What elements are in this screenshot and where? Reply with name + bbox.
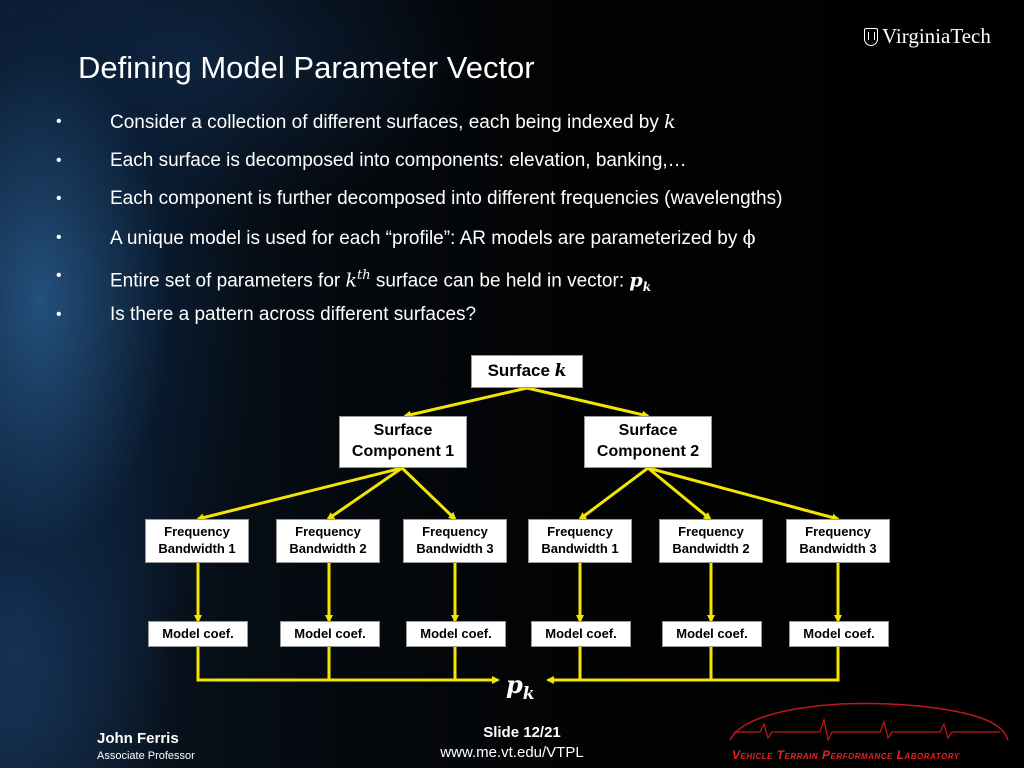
vtpl-car-outline-icon [729, 702, 1009, 742]
bullet-symbol: • [56, 228, 62, 246]
bullet-text-part: Consider a collection of different surfa… [110, 112, 665, 133]
math-th: th [357, 268, 371, 283]
arrow-comp1-to-freq1 [196, 466, 403, 522]
frequency-line1: Frequency [295, 524, 361, 540]
frequency-bandwidth-box: Frequency Bandwidth 3 [403, 519, 507, 563]
frequency-line2: Bandwidth 1 [541, 541, 619, 556]
bullet-symbol: • [56, 151, 62, 169]
math-phi: ϕ [742, 226, 756, 249]
math-k: k [664, 111, 676, 133]
frequency-line2: Bandwidth 3 [416, 541, 494, 556]
bullet-text: Consider a collection of different surfa… [110, 108, 676, 137]
arrow-comp2-to-freq3 [647, 466, 840, 522]
component-line2: Component 1 [351, 443, 455, 460]
bullet-text: Entire set of parameters for kth surface… [110, 262, 651, 301]
collector-left [196, 647, 500, 684]
arrow-root-to-comp2 [526, 386, 650, 419]
bullet-text-part: Entire set of parameters for [110, 270, 346, 292]
surface-k-text: Surface [487, 361, 555, 381]
vector-subscript-k: k [522, 683, 535, 704]
vector-p: p [629, 269, 643, 292]
arrow-comp1-to-freq3 [400, 466, 457, 521]
frequency-bandwidth-box: Frequency Bandwidth 1 [528, 519, 632, 563]
bullet-text-part: A unique model is used for each “profile… [110, 227, 743, 249]
bullet-text: A unique model is used for each “profile… [110, 224, 756, 253]
model-coef-box: Model coef. [662, 621, 762, 647]
bullet-symbol: • [56, 267, 62, 284]
frequency-line1: Frequency [422, 524, 488, 540]
arrow-comp2-to-freq2 [647, 466, 712, 521]
bullet-symbol: • [56, 113, 62, 130]
surface-component-box: Surface Component 2 [584, 416, 712, 468]
model-coef-box: Model coef. [406, 621, 506, 647]
frequency-bandwidth-box: Frequency Bandwidth 2 [659, 519, 763, 563]
slide-number: Slide 12/21 [483, 724, 561, 741]
lab-url: www.me.vt.edu/VTPL [440, 744, 584, 761]
model-coef-box: Model coef. [789, 621, 889, 647]
arrow-comp1-to-freq2 [326, 466, 403, 521]
surface-k-box: Surface k [471, 355, 583, 388]
surface-k-label: Surface k [488, 360, 567, 382]
virginia-tech-logo-text: VirginiaTech [882, 24, 991, 48]
frequency-bandwidth-box: Frequency Bandwidth 3 [786, 519, 890, 563]
component-line2: Component 2 [596, 443, 700, 460]
bullet-text-part: surface can be held in vector: [370, 270, 630, 292]
frequency-line1: Frequency [805, 524, 871, 540]
frequency-line1: Frequency [164, 524, 230, 540]
frequency-line2: Bandwidth 1 [158, 541, 236, 556]
output-vector-pk: pk [506, 670, 535, 704]
bullet-symbol: • [56, 190, 62, 207]
presenter-name: John Ferris [97, 730, 179, 747]
bullet-text: Each component is further decomposed int… [110, 188, 783, 209]
surface-component-box: Surface Component 1 [339, 416, 467, 468]
frequency-line2: Bandwidth 3 [799, 541, 877, 556]
bullet-symbol: • [56, 305, 62, 323]
frequency-bandwidth-box: Frequency Bandwidth 2 [276, 519, 380, 563]
component-line1: Surface [373, 422, 433, 440]
slide-title: Defining Model Parameter Vector [78, 50, 535, 85]
bullet-text: Is there a pattern across different surf… [110, 303, 477, 325]
math-k: k [345, 269, 358, 292]
presenter-role: Associate Professor [97, 750, 195, 762]
virginia-tech-logo: VirginiaTech [864, 24, 991, 49]
vector-subscript-k: k [642, 280, 652, 295]
vector-p: p [506, 670, 523, 699]
vt-emblem-icon [864, 27, 878, 46]
frequency-line1: Frequency [678, 524, 744, 540]
collector-right [546, 647, 840, 684]
bullet-text: Each surface is decomposed into componen… [110, 149, 687, 171]
model-coef-box: Model coef. [531, 621, 631, 647]
component-line1: Surface [618, 422, 678, 440]
arrow-comp2-to-freq1 [578, 466, 649, 521]
frequency-line2: Bandwidth 2 [289, 541, 367, 556]
model-coef-box: Model coef. [148, 621, 248, 647]
frequency-line2: Bandwidth 2 [672, 541, 750, 556]
arrow-root-to-comp1 [403, 386, 528, 419]
model-coef-box: Model coef. [280, 621, 380, 647]
math-k: k [554, 361, 567, 382]
frequency-line1: Frequency [547, 524, 613, 540]
lab-name: Vehicle Terrain Performance Laboratory [732, 748, 960, 762]
frequency-bandwidth-box: Frequency Bandwidth 1 [145, 519, 249, 563]
